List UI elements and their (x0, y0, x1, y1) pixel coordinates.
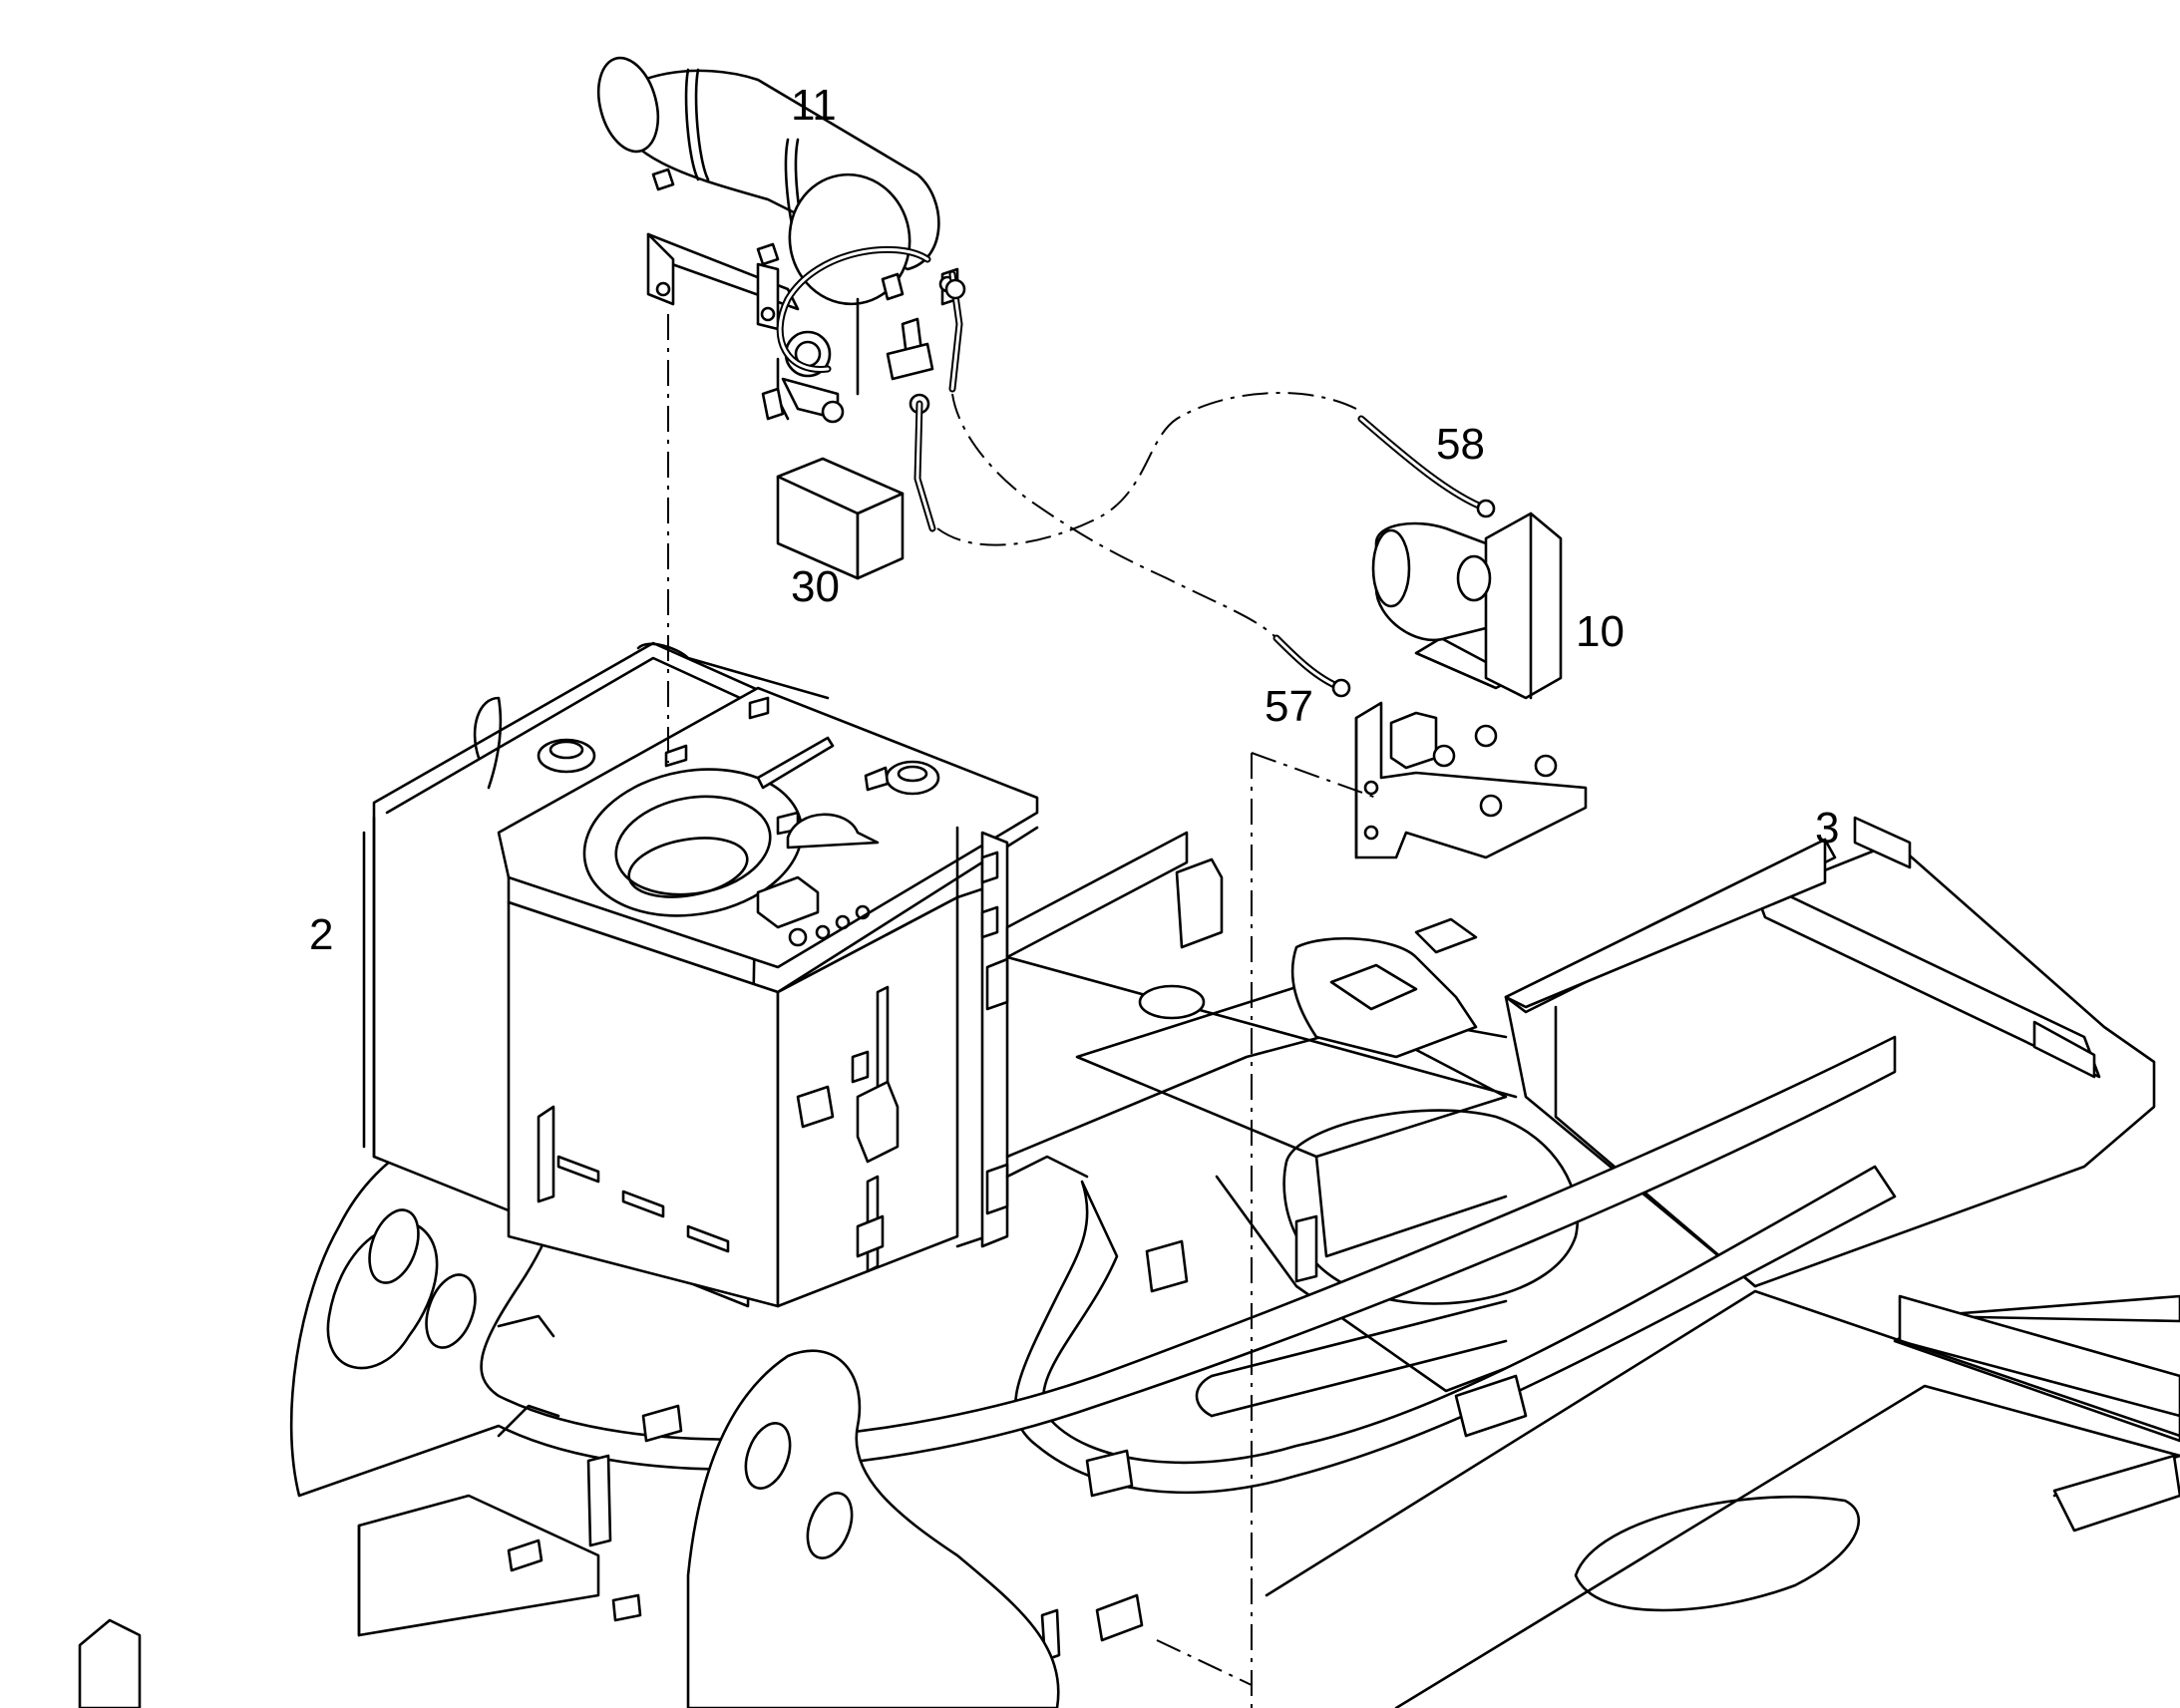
callout-11: 11 (791, 81, 837, 130)
routing-lines (667, 314, 1377, 1708)
hoses (1272, 415, 1496, 698)
callout-30: 30 (791, 562, 840, 611)
callout-2: 2 (309, 910, 333, 959)
callout-58: 58 (1436, 420, 1485, 469)
callout-3: 3 (1815, 804, 1839, 853)
boom-mount (78, 1035, 1897, 1708)
callout-57: 57 (1265, 682, 1313, 731)
air-receiver-assembly (596, 56, 966, 532)
hose-57 (1272, 634, 1345, 692)
upper-frame (1013, 816, 2180, 1708)
pump-assembly (1354, 512, 1588, 859)
callout-10: 10 (1576, 607, 1625, 656)
hydraulic-tank (362, 641, 1518, 1308)
callouts: 11 30 58 10 57 3 2 (309, 81, 1839, 959)
block-30 (776, 457, 905, 580)
